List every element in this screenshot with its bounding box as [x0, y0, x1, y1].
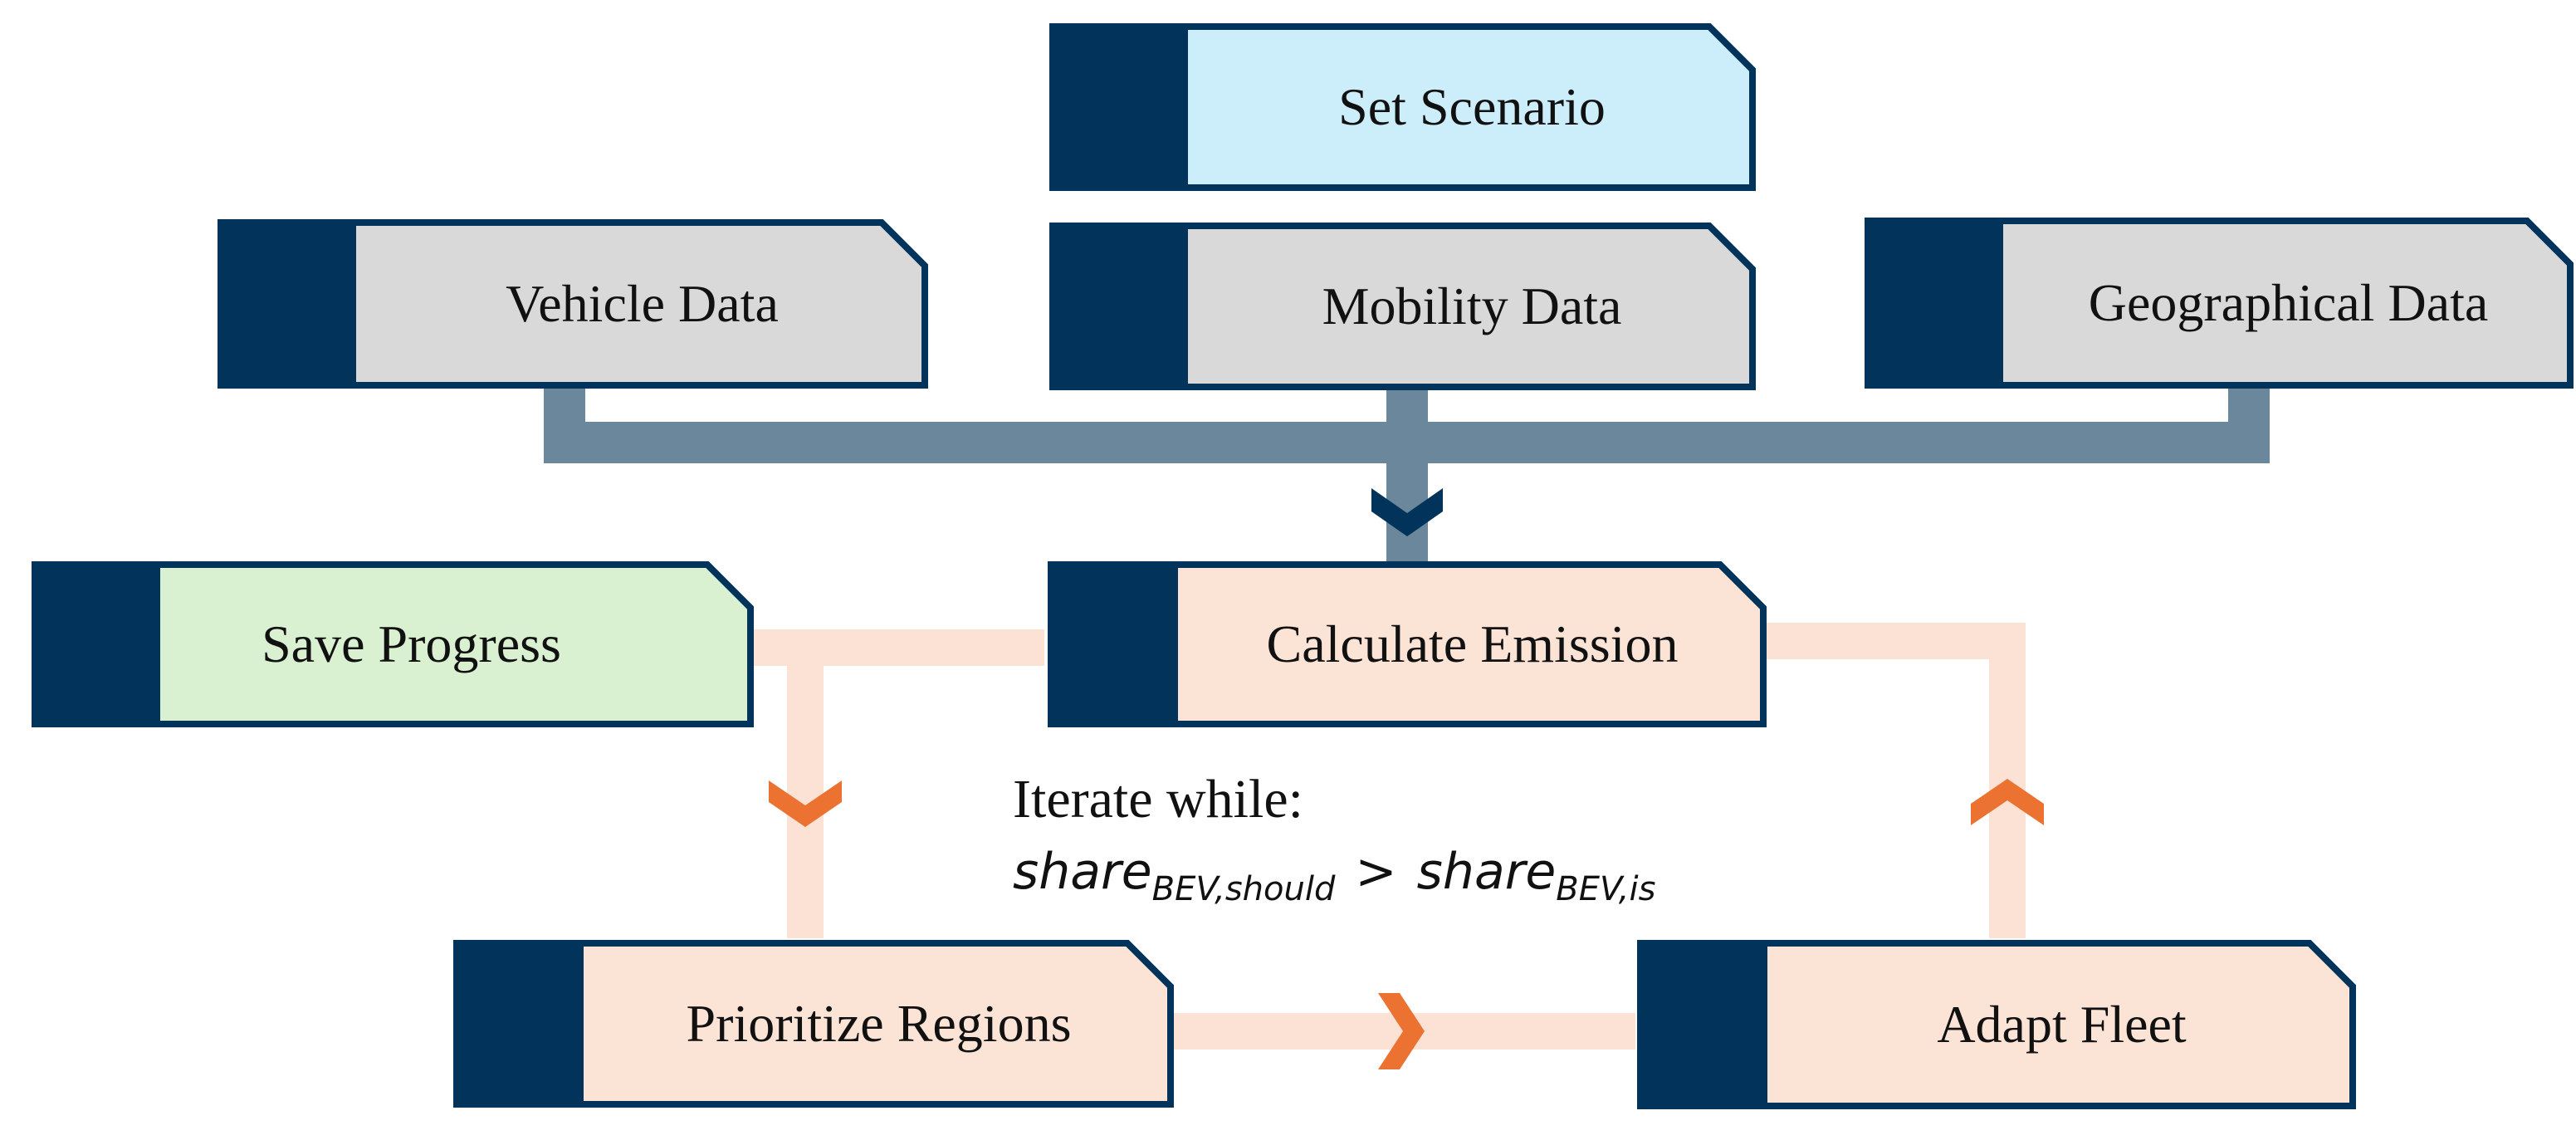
calculate-emission-label: Calculate Emission	[1266, 614, 1679, 673]
calculate-emission-shape	[1048, 561, 1767, 727]
right-arrow-chevron	[1378, 993, 1425, 1069]
vehicle-data-box: Vehicle Data	[218, 219, 928, 389]
rhs-subscript: BEV,is	[1556, 870, 1656, 908]
data-merge-connector	[544, 389, 2270, 565]
iterate-condition-label: Iterate while:	[1013, 769, 1303, 829]
mobility-data-label: Mobility Data	[1322, 276, 1622, 335]
save-progress-shape	[32, 561, 754, 727]
set-scenario-shape	[1049, 23, 1756, 191]
merge-down-chevron	[1371, 488, 1443, 536]
save-progress-label: Save Progress	[262, 614, 561, 673]
iterate-condition-formula: shareBEV,should>shareBEV,is	[1013, 847, 1655, 906]
vehicle-data-label: Vehicle Data	[506, 274, 779, 333]
vehicle-data-shape	[218, 219, 928, 389]
prioritize-regions-label: Prioritize Regions	[686, 994, 1072, 1053]
prioritize-regions-shape	[453, 940, 1174, 1108]
mobility-data-shape	[1049, 223, 1756, 390]
prioritize-regions-box: Prioritize Regions	[453, 940, 1174, 1108]
geographical-data-box: Geographical Data	[1865, 218, 2574, 389]
lhs-subscript: BEV,should	[1151, 870, 1336, 908]
calc-to-right-line	[1760, 623, 2026, 659]
adapt-fleet-shape	[1637, 940, 2356, 1109]
calculate-emission-box: Calculate Emission	[1048, 561, 1767, 727]
set-scenario-label: Set Scenario	[1338, 77, 1606, 136]
save-progress-box: Save Progress	[32, 561, 754, 727]
adapt-fleet-box: Adapt Fleet	[1637, 940, 2356, 1109]
rhs-share: share	[1416, 843, 1557, 901]
greater-than-operator: >	[1355, 843, 1397, 901]
merge-bar	[544, 422, 2270, 463]
adapt-fleet-label: Adapt Fleet	[1937, 995, 2187, 1054]
geographical-data-shape	[1865, 218, 2574, 389]
set-scenario-box: Set Scenario	[1049, 23, 1756, 191]
loop-left-vertical	[787, 629, 824, 938]
geographical-data-label: Geographical Data	[2088, 273, 2489, 332]
lhs-share: share	[1013, 843, 1152, 901]
right-up-chevron	[1971, 779, 2044, 825]
mobility-data-box: Mobility Data	[1049, 223, 1756, 390]
iteration-loop-connector	[752, 623, 2026, 1049]
left-down-chevron	[769, 780, 842, 827]
